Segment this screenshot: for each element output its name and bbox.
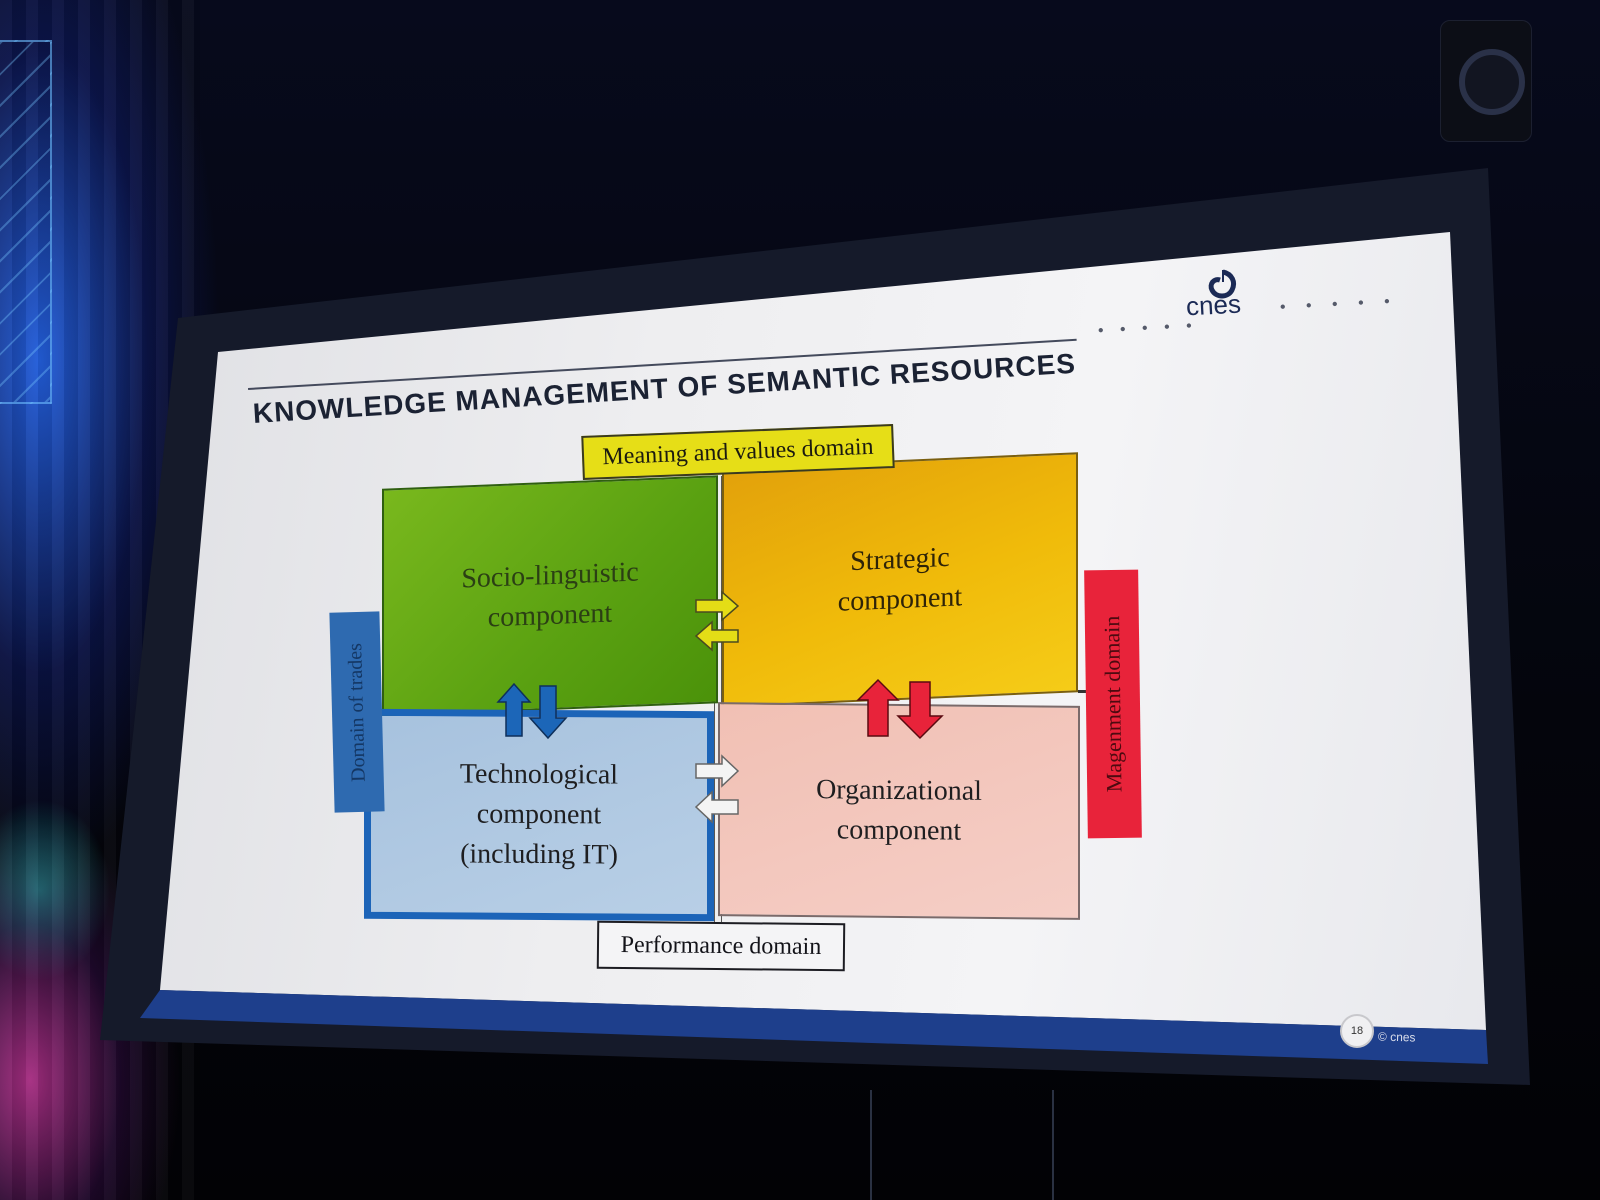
lighting-truss: [0, 40, 52, 404]
organizational-label: Organizational component: [816, 774, 982, 847]
strategic-component: Strategic component: [722, 452, 1078, 708]
arrow-down-icon: [896, 681, 944, 740]
performance-domain-label: Performance domain: [596, 920, 846, 972]
red-arrow-pair: [856, 678, 944, 740]
diagram-horizontal-tick: [1078, 690, 1090, 693]
blue-arrow-pair: [496, 682, 568, 740]
arrow-right-icon: [695, 590, 740, 622]
white-arrow-pair: [694, 754, 740, 824]
socio-linguistic-label: Socio-linguistic component: [461, 556, 639, 634]
yellow-arrow-pair: [694, 590, 740, 652]
slide-footer-copyright: © cnes: [1377, 1029, 1416, 1045]
arrow-down-icon: [528, 685, 568, 740]
strategic-label: Strategic component: [837, 541, 963, 618]
arrow-left-icon: [694, 620, 739, 652]
arrow-left-icon: [694, 790, 739, 824]
cnes-swirl-icon: [1208, 269, 1237, 299]
arrow-up-icon: [856, 678, 900, 737]
arrow-up-icon: [496, 682, 532, 737]
screen-stand: [870, 1090, 1054, 1200]
cnes-logo-text: cnes: [1185, 288, 1242, 322]
speaker-icon: [1440, 20, 1532, 142]
technological-label: Technological component (including IT): [459, 758, 619, 871]
domain-of-trades-label: Domain of trades: [329, 611, 385, 813]
management-domain-label: Magenment domain: [1084, 569, 1142, 839]
cnes-logo: cnes: [1185, 268, 1276, 328]
management-domain-text: Magenment domain: [1098, 615, 1127, 793]
slide-page-number: 18: [1340, 1014, 1374, 1048]
domain-of-trades-text: Domain of trades: [343, 642, 370, 782]
arrow-right-icon: [695, 754, 740, 788]
